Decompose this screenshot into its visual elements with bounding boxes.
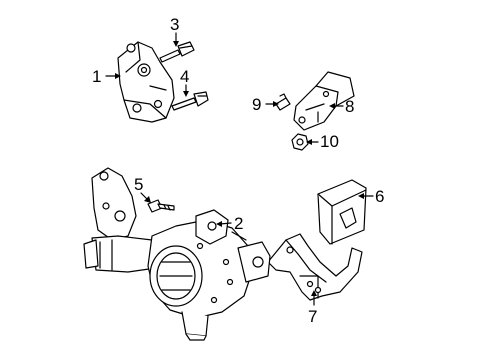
- part-4-bolt: [171, 91, 209, 111]
- part-6-pad: [317, 179, 367, 245]
- part-8-bracket: [293, 71, 355, 131]
- callout-3: 3: [170, 15, 180, 34]
- callout-5: 5: [134, 175, 144, 194]
- callout-7: 7: [308, 307, 318, 326]
- part-1-mount-bracket: [117, 41, 175, 123]
- callout-10: 10: [320, 132, 339, 151]
- leader-lines: [105, 32, 374, 306]
- part-5-bolt: [147, 199, 175, 213]
- callout-8: 8: [345, 97, 355, 116]
- callout-1: 1: [92, 67, 102, 86]
- part-2-differential-assembly: [83, 167, 271, 341]
- callout-4: 4: [180, 67, 190, 86]
- callout-2: 2: [234, 214, 244, 233]
- part-10-nut: [291, 133, 309, 151]
- part-3-bolt: [159, 41, 195, 63]
- callout-9: 9: [252, 95, 262, 114]
- part-7-support-bracket: [267, 233, 363, 301]
- callout-6: 6: [375, 187, 385, 206]
- part-9-stud: [275, 93, 291, 111]
